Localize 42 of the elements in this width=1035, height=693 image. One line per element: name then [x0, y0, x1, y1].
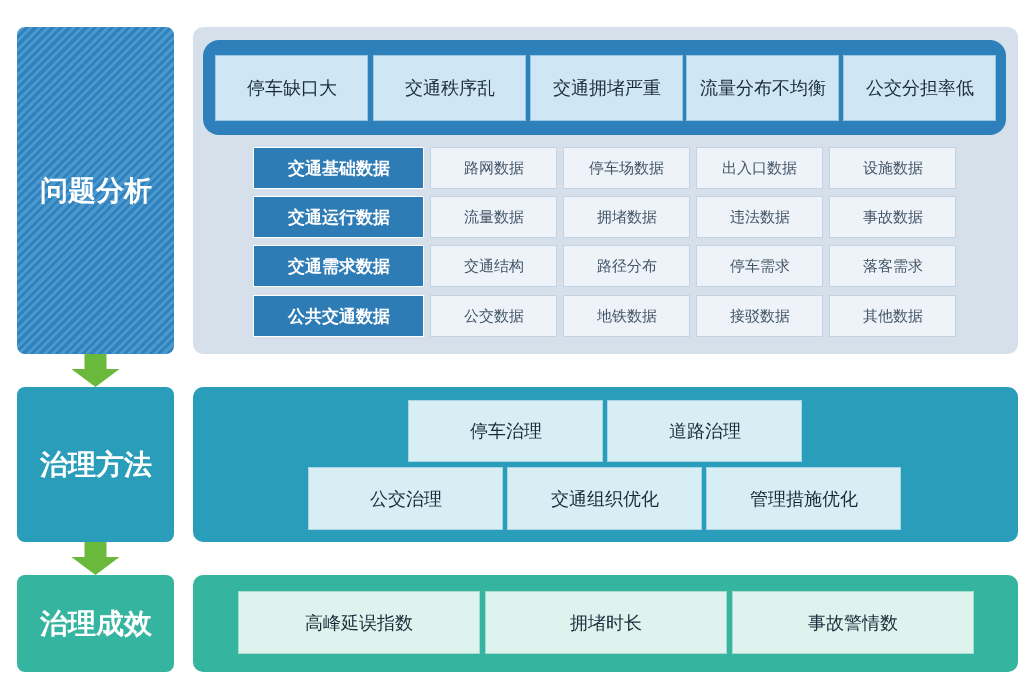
method-cell: 停车治理: [408, 400, 603, 462]
data-cell: 接驳数据: [696, 295, 823, 337]
data-cell: 路网数据: [430, 147, 557, 189]
problem-cell: 公交分担率低: [843, 55, 996, 121]
arrow: [71, 542, 120, 575]
indicator-cell: 事故警情数: [732, 591, 974, 654]
problem-cell: 交通秩序乱: [373, 55, 526, 121]
panel-background: [193, 387, 1018, 542]
indicator-cell: 拥堵时长: [485, 591, 727, 654]
data-cell: 地铁数据: [563, 295, 690, 337]
method-cell: 道路治理: [607, 400, 802, 462]
method-cell: 公交治理: [308, 467, 503, 530]
data-cell: 其他数据: [829, 295, 956, 337]
problem-cell: 停车缺口大: [215, 55, 368, 121]
data-cell: 路径分布: [563, 245, 690, 287]
problem-cell: 交通拥堵严重: [530, 55, 683, 121]
arrow: [71, 354, 120, 387]
data-cell: 交通结构: [430, 245, 557, 287]
stage-box: 问题分析: [17, 27, 174, 354]
stage-box: 治理成效: [17, 575, 174, 672]
problem-cell: 流量分布不均衡: [686, 55, 839, 121]
data-cell: 拥堵数据: [563, 196, 690, 238]
method-cell: 交通组织优化: [507, 467, 702, 530]
category-cell: 交通基础数据: [253, 147, 424, 189]
indicator-cell: 高峰延误指数: [238, 591, 480, 654]
data-cell: 事故数据: [829, 196, 956, 238]
stage-box: 治理方法: [17, 387, 174, 542]
method-cell: 管理措施优化: [706, 467, 901, 530]
category-cell: 公共交通数据: [253, 295, 424, 337]
data-cell: 违法数据: [696, 196, 823, 238]
data-cell: 停车场数据: [563, 147, 690, 189]
category-cell: 交通需求数据: [253, 245, 424, 287]
panel-background: [193, 575, 1018, 672]
category-cell: 交通运行数据: [253, 196, 424, 238]
data-cell: 公交数据: [430, 295, 557, 337]
data-cell: 落客需求: [829, 245, 956, 287]
data-cell: 出入口数据: [696, 147, 823, 189]
data-cell: 停车需求: [696, 245, 823, 287]
data-cell: 设施数据: [829, 147, 956, 189]
band-background: [203, 40, 1006, 135]
panel-background: [193, 27, 1018, 354]
data-cell: 流量数据: [430, 196, 557, 238]
